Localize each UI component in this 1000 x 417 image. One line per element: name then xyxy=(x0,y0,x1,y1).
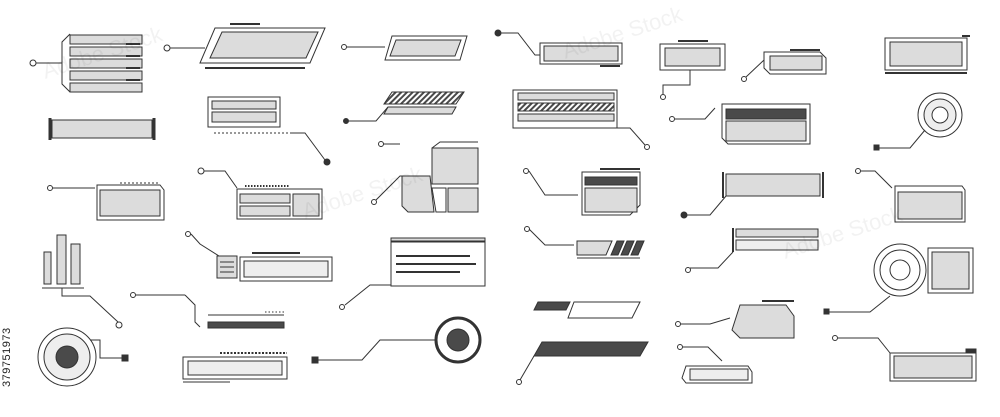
tab-box-callout xyxy=(47,182,165,221)
dark-circle-callout xyxy=(311,316,482,364)
dot-line-panel xyxy=(494,29,623,67)
stacked-panel-lead xyxy=(207,96,331,166)
striped-arrow-bar xyxy=(524,226,645,259)
grid-side-panel xyxy=(185,231,333,282)
double-bar xyxy=(685,228,819,273)
hexagon-panel xyxy=(675,300,795,339)
corner-bracket-box xyxy=(884,35,970,74)
folder-panel xyxy=(523,168,641,216)
circle-target-callout xyxy=(873,92,963,151)
bottom-panel xyxy=(182,352,288,383)
stacked-bars-callout xyxy=(29,33,143,93)
right-tab-box xyxy=(855,168,966,223)
text-lines-box xyxy=(339,237,486,310)
hatched-slant-bar xyxy=(343,91,465,124)
circle-box-callout xyxy=(823,243,974,315)
bar-chart-glyph xyxy=(42,234,123,329)
big-circle-bottom xyxy=(37,327,129,387)
stock-id-label: 379751973 xyxy=(1,327,13,387)
diagonal-lead-box xyxy=(741,49,827,82)
trapezoid-frame xyxy=(677,344,753,384)
skew-dark-bars xyxy=(516,301,649,385)
capsule-bar xyxy=(48,118,156,140)
framed-box-callout xyxy=(659,40,726,100)
geometric-cluster xyxy=(371,141,479,213)
hatched-tablet xyxy=(197,167,323,220)
skewed-panel-callout xyxy=(163,23,326,69)
bracket-bar xyxy=(680,172,824,219)
small-skew-box xyxy=(341,35,468,61)
dark-inner-panel xyxy=(669,103,811,145)
hatched-list-block xyxy=(512,89,650,150)
line-to-dark-bar xyxy=(130,292,285,329)
long-right-panel xyxy=(832,335,977,382)
